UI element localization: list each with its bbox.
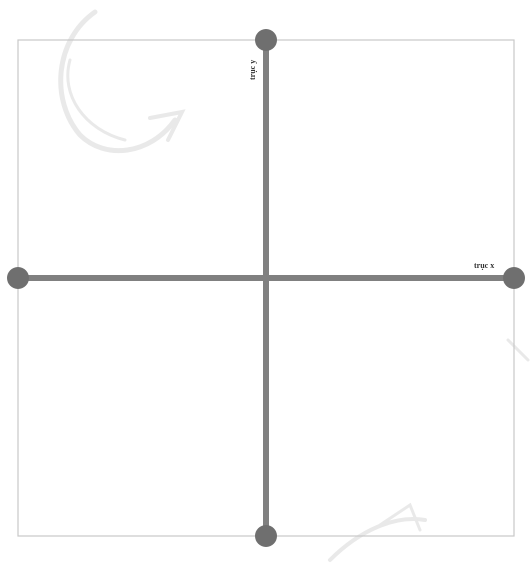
x-axis-label: trục x [474, 261, 494, 270]
endpoint-top-marker [255, 29, 277, 51]
endpoint-bottom-marker [255, 525, 277, 547]
endpoint-right-marker [503, 267, 525, 289]
y-axis-label: trục y [248, 60, 257, 80]
watermark-graphic [61, 12, 528, 560]
endpoint-left-marker [7, 267, 29, 289]
